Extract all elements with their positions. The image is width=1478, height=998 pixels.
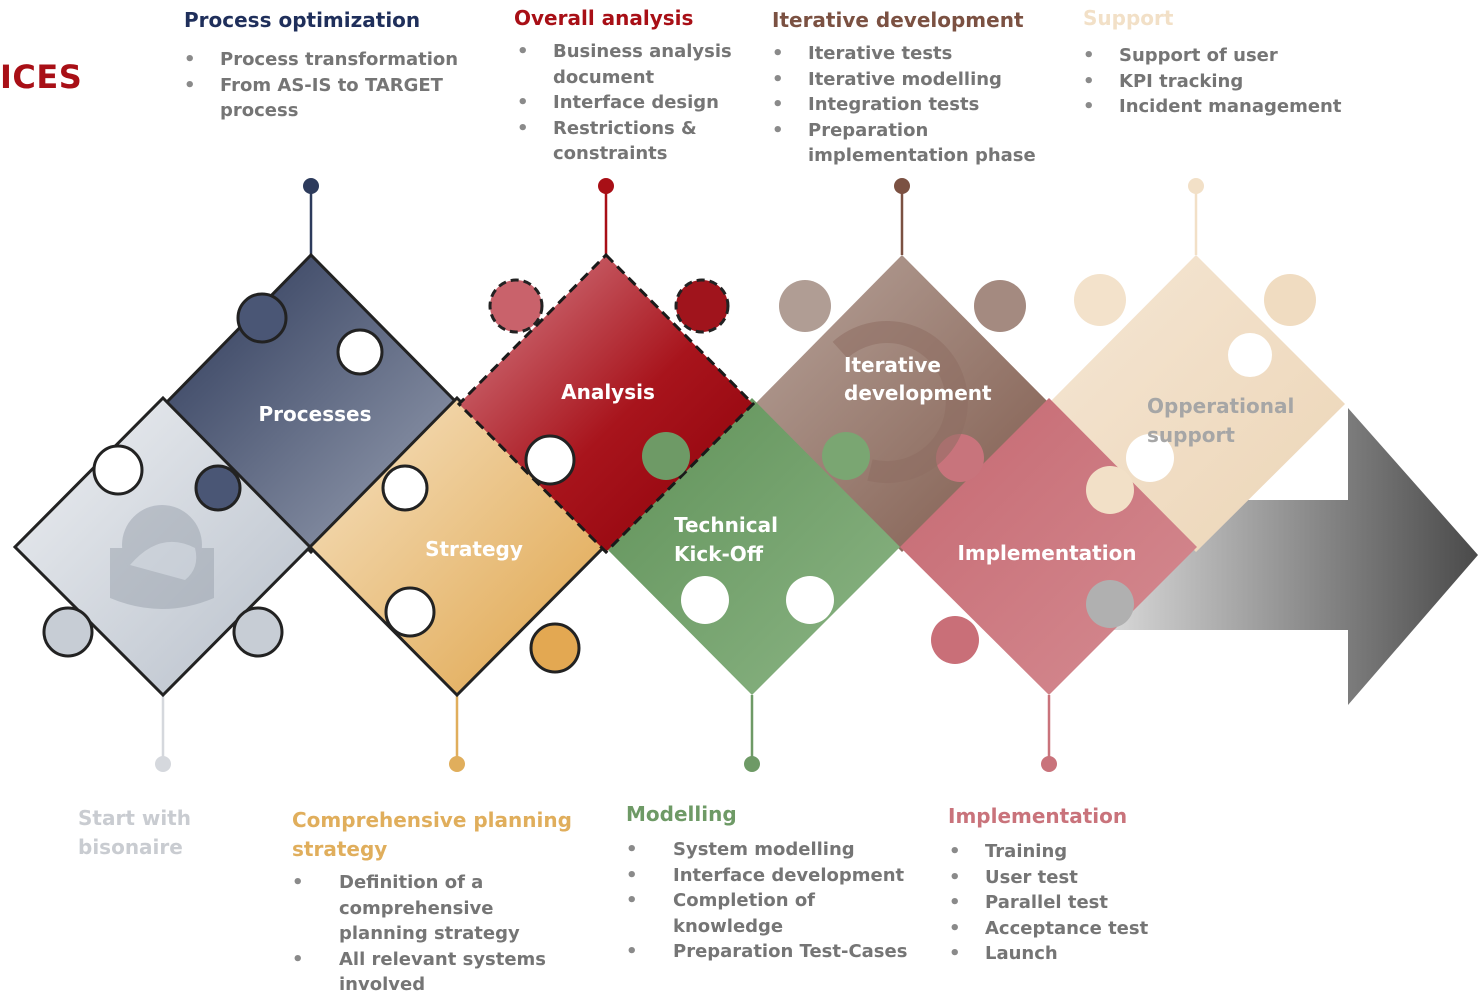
label-iterative-1: Iterative xyxy=(844,353,941,377)
list-iterative-development: Iterative tests Iterative modelling Inte… xyxy=(772,41,1052,169)
heading-support: Support xyxy=(1083,6,1174,30)
list-item: Definition of a comprehensive planning s… xyxy=(292,870,562,947)
label-strategy: Strategy xyxy=(425,537,523,561)
list-item: Interface development xyxy=(626,863,926,889)
arrow-shape xyxy=(1110,408,1478,705)
heading-process-optimization: Process optimization xyxy=(184,8,421,32)
list-item: System modelling xyxy=(626,837,926,863)
bison-logo-icon xyxy=(110,505,214,609)
list-item: Acceptance test xyxy=(949,916,1179,942)
list-overall-analysis: Business analysis document Interface des… xyxy=(517,39,747,167)
list-item: Iterative tests xyxy=(772,41,1052,67)
heading-modelling: Modelling xyxy=(626,802,737,826)
list-item: Integration tests xyxy=(772,92,1052,118)
list-item: Launch xyxy=(949,941,1179,967)
list-item: Iterative modelling xyxy=(772,67,1052,93)
label-processes: Processes xyxy=(259,402,372,426)
list-item: Training xyxy=(949,839,1179,865)
list-implementation: Training User test Parallel test Accepta… xyxy=(949,839,1179,967)
label-implementation: Implementation xyxy=(957,541,1136,565)
list-item: KPI tracking xyxy=(1083,69,1373,95)
connector-dots xyxy=(155,178,1204,772)
heading-overall-analysis: Overall analysis xyxy=(514,6,694,30)
list-planning-strategy: Definition of a comprehensive planning s… xyxy=(292,870,562,998)
puzzle-knobs xyxy=(42,274,1316,674)
list-item: From AS-IS to TARGET process xyxy=(184,73,474,124)
list-item: User test xyxy=(949,865,1179,891)
heading-iterative-development: Iterative development xyxy=(772,8,1024,32)
list-item: Preparation Test-Cases xyxy=(626,939,926,965)
heading-implementation: Implementation xyxy=(948,804,1128,828)
list-item: Incident management xyxy=(1083,94,1373,120)
list-item: Parallel test xyxy=(949,890,1179,916)
list-item: Support of user xyxy=(1083,43,1373,69)
list-item: Restrictions & constraints xyxy=(517,116,747,167)
label-analysis: Analysis xyxy=(561,380,655,404)
list-item: Business analysis document xyxy=(517,39,747,90)
list-item: Process transformation xyxy=(184,47,474,73)
label-operational-1: Opperational xyxy=(1147,394,1294,418)
label-technical-2: Kick-Off xyxy=(674,542,764,566)
label-iterative-2: development xyxy=(844,381,992,405)
list-process-optimization: Process transformation From AS-IS to TAR… xyxy=(184,47,474,124)
cycle-arrow-icon xyxy=(832,321,968,483)
label-operational-2: support xyxy=(1147,423,1235,447)
heading-start: Start with bisonaire xyxy=(78,806,191,859)
list-item: Preparation implementation phase xyxy=(772,118,1052,169)
heading-planning-strategy: Comprehensive planning strategy xyxy=(292,808,572,861)
list-item: Interface design xyxy=(517,90,747,116)
list-support: Support of user KPI tracking Incident ma… xyxy=(1083,43,1373,120)
connector-lines xyxy=(161,186,1198,764)
list-item: Completion of knowledge xyxy=(626,888,926,939)
list-item: All relevant systems involved xyxy=(292,947,562,998)
list-modelling: System modelling Interface development C… xyxy=(626,837,926,965)
page-title-fragment: ICES xyxy=(0,58,83,96)
label-technical-1: Technical xyxy=(674,513,778,537)
